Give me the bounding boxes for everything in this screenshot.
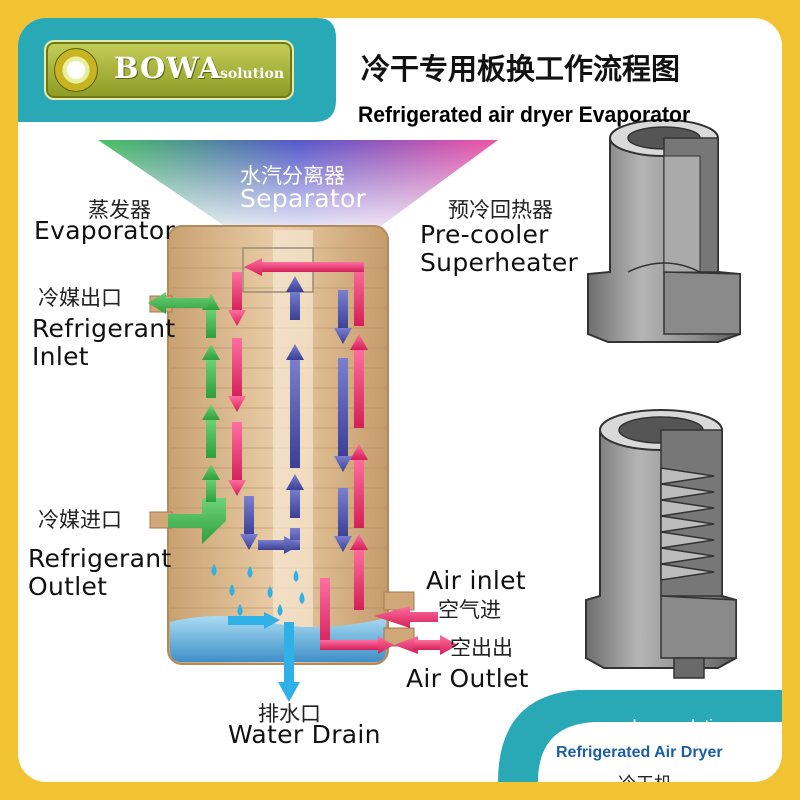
refrigerant-inlet-label-en: Refrigerant — [32, 314, 176, 343]
water-drain-label-en: Water Drain — [228, 720, 381, 749]
pipe-fitting-top — [587, 119, 741, 343]
water-droplets — [211, 564, 305, 616]
bowa-logo: BOWA solution — [44, 40, 294, 100]
air-outlet-label-en: Air Outlet — [406, 664, 529, 693]
refrigerant-outlet-label-en: Refrigerant — [28, 544, 172, 573]
evaporator-label-en: Evaporator — [34, 216, 176, 245]
refrigerant-flow-arrows — [148, 292, 226, 544]
air-flow-arrows — [228, 258, 458, 655]
footer-band-inner — [538, 722, 782, 782]
title-english: Refrigerated air dryer Evaporator — [358, 102, 691, 127]
separator-label-en: Separator — [240, 184, 367, 213]
refrigerant-outlet-label-cn: 冷媒出口 — [38, 286, 122, 310]
precooler-label-cn: 预冷回热器 — [448, 198, 553, 222]
refrigerant-outlet-label-en-2: Outlet — [28, 572, 108, 601]
logo-seal-icon — [54, 48, 98, 92]
water-drain-arrows — [228, 612, 300, 702]
refrigerant-inlet-label-cn: 冷媒进口 — [38, 508, 122, 532]
diagram-graphics — [18, 18, 782, 782]
logo-tag: solution — [220, 66, 285, 82]
product-name-cn: 冷干机 — [618, 770, 672, 782]
air-outlet-label-cn: 空出出 — [450, 636, 513, 660]
logo-brand: BOWA — [114, 51, 222, 85]
precooler-label-en: Pre-cooler — [420, 220, 549, 249]
refrigerant-inlet-label-en-2: Inlet — [32, 342, 89, 371]
website-url: www.bowasolution.com — [592, 716, 769, 735]
evaporator-label-cn: 蒸发器 — [88, 198, 151, 222]
threaded-fitting-bottom — [585, 409, 737, 679]
water-drain-label-cn: 排水口 — [258, 702, 321, 726]
superheater-label-en: Superheater — [420, 248, 579, 277]
air-inlet-label-en: Air inlet — [426, 566, 526, 595]
title-chinese: 冷干专用板换工作流程图 — [361, 52, 681, 86]
separator-label-cn: 水汽分离器 — [240, 164, 345, 188]
product-name-en: Refrigerated Air Dryer — [556, 744, 723, 761]
air-inlet-label-cn: 空气进 — [438, 598, 501, 622]
separator-beam — [98, 140, 498, 228]
plate-heat-exchanger — [149, 225, 415, 665]
diagram-frame: BOWA solution 冷干专用板换工作流程图 Refrigerated a… — [18, 18, 782, 782]
